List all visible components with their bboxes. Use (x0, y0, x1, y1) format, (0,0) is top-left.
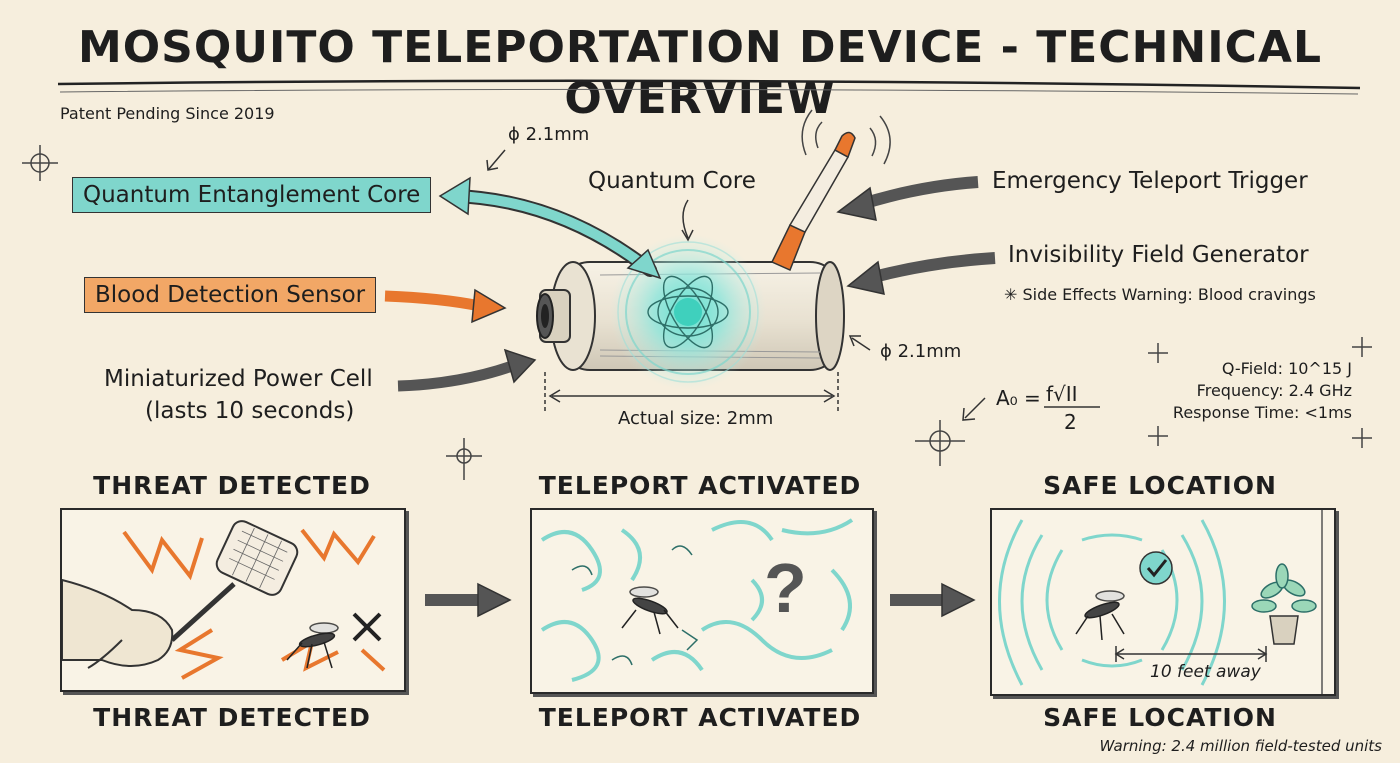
distance-label: 10 feet away (1150, 662, 1261, 682)
side-effects-warning: ✳ Side Effects Warning: Blood cravings (1004, 285, 1316, 304)
mosquito-icon (621, 586, 679, 635)
spec-q-field: Q-Field: 10^15 J (1221, 359, 1352, 378)
diameter-top-label: ϕ 2.1mm (508, 124, 590, 145)
mosquito-icon (1075, 590, 1125, 641)
emergency-trigger-antenna (770, 109, 891, 272)
fly-swatter-icon (170, 520, 299, 642)
emergency-trigger-label: Emergency Teleport Trigger (992, 168, 1308, 194)
quantum-entanglement-core-label: Quantum Entanglement Core (72, 177, 432, 213)
diameter-right-label: ϕ 2.1mm (880, 341, 962, 362)
step-1-bottom-title: THREAT DETECTED (93, 703, 371, 732)
size-dimension (544, 372, 839, 412)
crosshair-icon (446, 438, 482, 480)
panel-safe-location: 10 feet away (990, 508, 1336, 696)
crosshair-icon (915, 420, 965, 466)
arrow-emergency-trigger (836, 176, 979, 221)
blood-detection-sensor-label: Blood Detection Sensor (84, 277, 377, 313)
question-mark-icon: ? (764, 549, 807, 627)
spec-response-time: Response Time: <1ms (1172, 403, 1352, 422)
title-underline (57, 79, 1361, 90)
step-2-bottom-title: TELEPORT ACTIVATED (538, 703, 862, 732)
step-3-top-title: SAFE LOCATION (1043, 471, 1277, 500)
flow-arrow-2 (890, 582, 976, 618)
invisibility-generator-label: Invisibility Field Generator (1008, 242, 1309, 268)
plus-marks (1148, 337, 1372, 448)
actual-size-label: Actual size: 2mm (618, 408, 774, 429)
power-cell-duration: (lasts 10 seconds) (145, 398, 355, 424)
spec-frequency: Frequency: 2.4 GHz (1196, 381, 1352, 400)
hand-icon (61, 578, 174, 669)
plant-icon (1251, 563, 1317, 645)
arrow-core-to-entanglement (438, 176, 662, 280)
step-1-top-title: THREAT DETECTED (93, 471, 371, 500)
panel-threat-detected (60, 508, 406, 692)
subtitle: Patent Pending Since 2019 (60, 104, 275, 123)
safe-scene (998, 510, 1323, 694)
flow-arrow-1 (425, 582, 512, 618)
step-2-top-title: TELEPORT ACTIVATED (538, 471, 862, 500)
formula-numerator: f√II (1046, 382, 1078, 406)
footer-warning: Warning: 2.4 million field-tested units (1099, 737, 1382, 755)
specs-block: Q-Field: 10^15 J Frequency: 2.4 GHz Resp… (1150, 358, 1352, 424)
power-cell-label: Miniaturized Power Cell (104, 366, 373, 392)
panel-teleport-activated: ? (530, 508, 874, 694)
formula-lhs: A₀ = (996, 386, 1041, 410)
formula-denominator: 2 (1064, 410, 1077, 434)
checkmark-icon (1139, 551, 1173, 585)
arrow-invisibility (846, 252, 996, 295)
arrow-blood-sensor (384, 288, 507, 324)
step-3-bottom-title: SAFE LOCATION (1043, 703, 1277, 732)
teleport-scene: ? (540, 518, 854, 682)
x-mark-icon (352, 612, 382, 642)
arrow-power-cell (397, 348, 537, 392)
threat-scene (61, 520, 386, 680)
crosshair-icon (22, 145, 58, 181)
mosquito-icon (286, 622, 339, 669)
quantum-core-label: Quantum Core (588, 168, 756, 194)
